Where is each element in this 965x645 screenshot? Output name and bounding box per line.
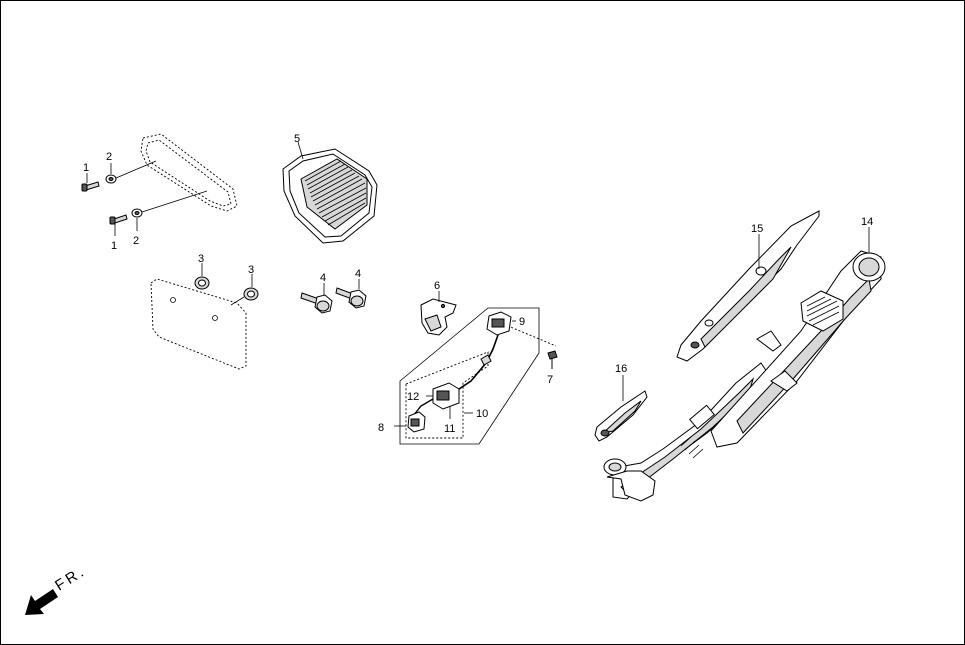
callout-1-upper: 1 xyxy=(83,162,89,174)
cover-plate xyxy=(150,278,247,370)
front-direction-indicator: FR. xyxy=(25,562,89,615)
air-filter-element xyxy=(282,141,378,244)
muffler-14 xyxy=(603,250,886,502)
callout-7: 7 xyxy=(547,374,553,386)
bracket-6 xyxy=(420,298,457,336)
callout-1-lower: 1 xyxy=(111,240,117,252)
heat-shield-16 xyxy=(594,390,648,442)
harness-assembly xyxy=(399,307,557,445)
callout-8: 8 xyxy=(378,422,384,434)
flange-bolt-4-left xyxy=(300,292,333,314)
callout-15: 15 xyxy=(751,223,763,235)
seal-strip xyxy=(140,133,238,212)
heat-shield-15 xyxy=(676,210,820,362)
washer-3-left xyxy=(194,276,210,290)
front-direction-label: FR. xyxy=(52,562,89,594)
callouts: 1 1 2 2 3 3 4 4 5 6 7 8 9 10 11 12 14 15… xyxy=(83,133,873,435)
washer-3-right xyxy=(230,287,259,306)
front-arrow-icon xyxy=(25,589,58,615)
clip-7 xyxy=(547,350,558,369)
callout-14: 14 xyxy=(861,216,873,228)
callout-3-right: 3 xyxy=(248,264,254,276)
callout-4-right: 4 xyxy=(355,268,361,280)
callout-10: 10 xyxy=(476,408,488,420)
callout-12: 12 xyxy=(407,391,419,403)
callout-4-left: 4 xyxy=(320,272,326,284)
callout-2-upper: 2 xyxy=(106,151,112,163)
callout-16: 16 xyxy=(615,363,627,375)
bolt-1-lower xyxy=(109,214,128,225)
callout-11: 11 xyxy=(444,423,455,435)
washer-2-lower xyxy=(131,190,208,218)
callout-3-left: 3 xyxy=(198,253,204,265)
callout-9: 9 xyxy=(519,316,525,328)
washer-2-upper xyxy=(105,160,157,184)
flange-bolt-4-right xyxy=(335,287,367,309)
callout-6: 6 xyxy=(434,280,440,292)
leader-lines xyxy=(86,163,870,427)
callout-2-lower: 2 xyxy=(133,235,139,247)
bolt-1-upper xyxy=(81,181,100,192)
callout-5: 5 xyxy=(294,133,300,145)
